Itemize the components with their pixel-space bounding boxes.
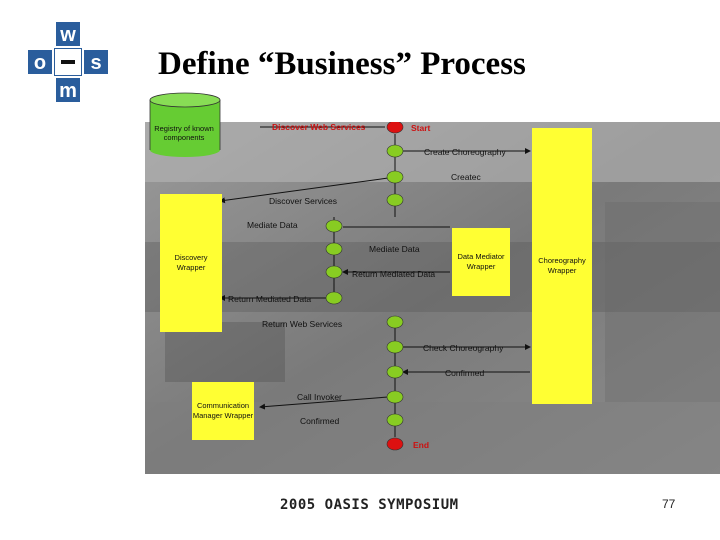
mediate-data-label-2: Mediate Data [369, 244, 420, 254]
page-number: 77 [662, 497, 676, 511]
start-node [386, 122, 404, 134]
flow-node [386, 193, 404, 207]
return-web-services-label: Return Web Services [262, 319, 343, 329]
diagram-area: Registry of known components Discovery W… [145, 92, 720, 474]
create-choreography-label: Create Choreography [424, 147, 506, 157]
svg-text:w: w [59, 24, 76, 46]
flow-nodes [325, 122, 404, 451]
flow-node [386, 315, 404, 329]
registry-cylinder [149, 92, 221, 157]
data-mediator-wrapper-box: Data Mediator Wrapper [452, 228, 510, 296]
flow-node [386, 170, 404, 184]
flow-node [325, 219, 343, 233]
confirmed-label-2: Confirmed [300, 416, 340, 426]
registry-label: Registry of known components [154, 124, 214, 142]
start-label: Start [411, 123, 431, 133]
createc-label: Createc [451, 172, 481, 182]
flow-node [386, 413, 404, 427]
end-node [386, 437, 404, 451]
mediate-data-label-1: Mediate Data [247, 220, 298, 230]
flow-node [386, 144, 404, 158]
flow-node [325, 242, 343, 256]
flow-node [386, 390, 404, 404]
footer-text: 2005 OASIS SYMPOSIUM [280, 497, 459, 513]
flow-node [325, 291, 343, 305]
communication-manager-wrapper-box: Communication Manager Wrapper [192, 382, 254, 440]
flow-node [325, 265, 343, 279]
confirmed-label-1: Confirmed [445, 368, 485, 378]
slide-title: Define “Business” Process [158, 46, 526, 82]
discover-services-label: Discover Services [269, 196, 338, 206]
call-invoker-label: Call Invoker [297, 392, 342, 402]
flow-node [386, 340, 404, 354]
svg-text:s: s [90, 52, 101, 74]
svg-text:o: o [34, 52, 46, 74]
svg-text:m: m [59, 80, 77, 102]
wsmo-logo: w o s m [26, 20, 110, 104]
end-label: End [413, 440, 430, 450]
return-mediated-data-label-1: Return Mediated Data [352, 269, 436, 279]
return-mediated-data-label-2: Return Mediated Data [228, 294, 312, 304]
check-choreography-label: Check Choreography [423, 343, 504, 353]
discover-web-services-label: Discover Web Services [272, 122, 366, 132]
discovery-wrapper-box: Discovery Wrapper [160, 194, 222, 332]
choreography-wrapper-box: Choreography Wrapper [532, 128, 592, 404]
flow-node [386, 365, 404, 379]
